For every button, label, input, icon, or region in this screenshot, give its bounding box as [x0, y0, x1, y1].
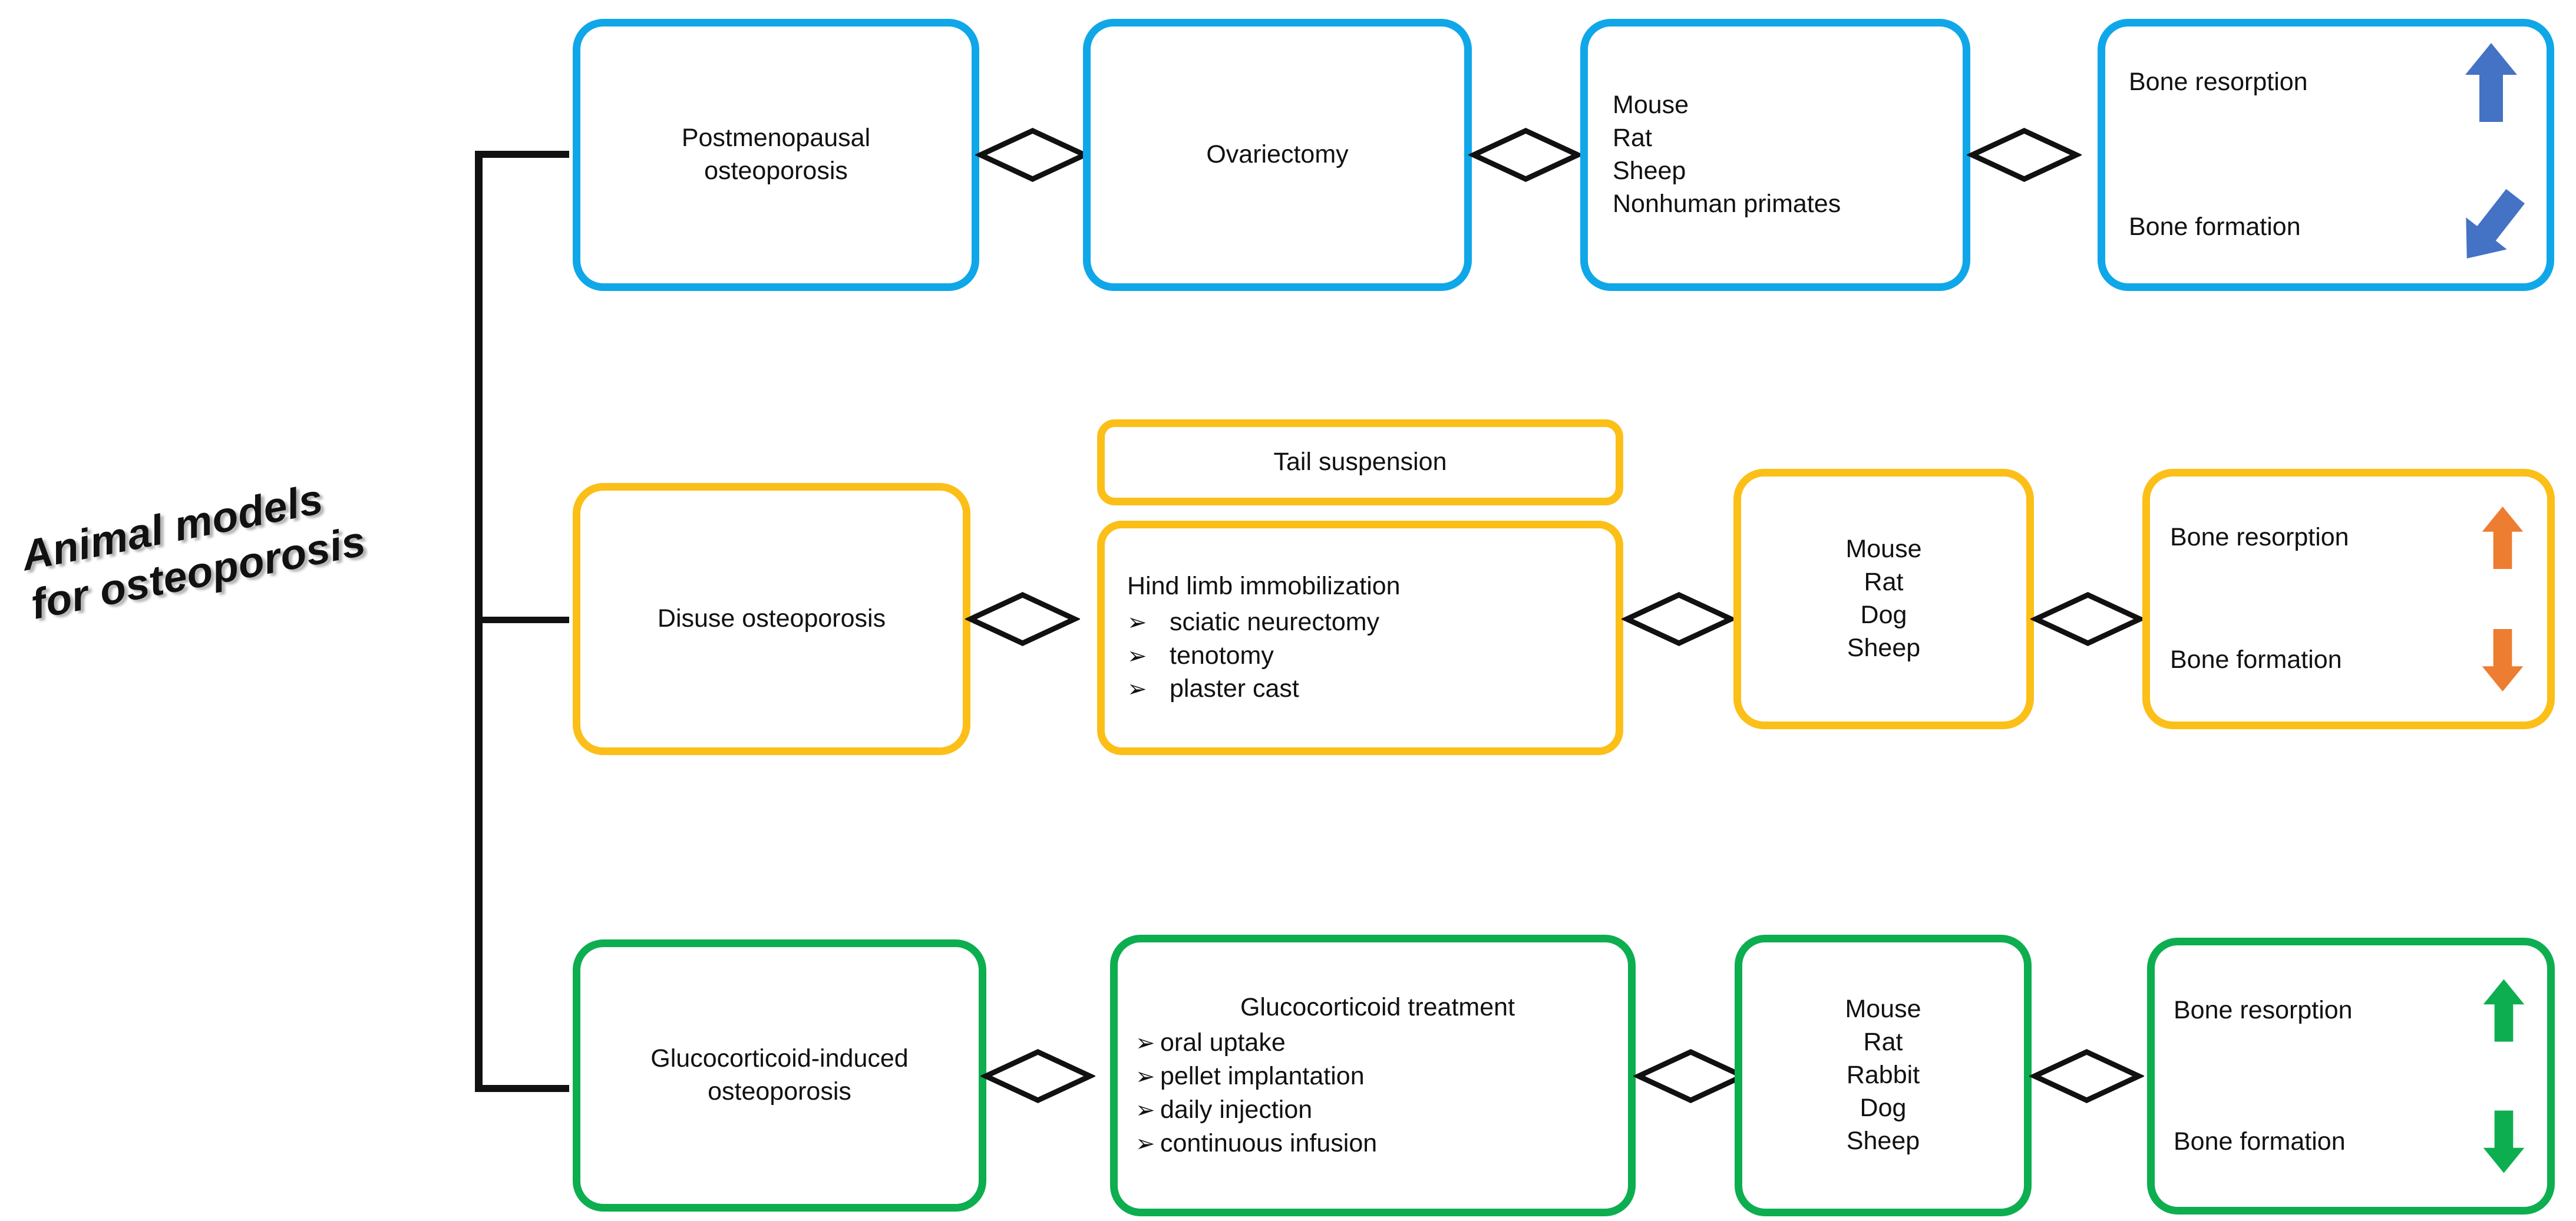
arrowhead-bullet-icon: ➢ — [1127, 676, 1147, 703]
connector-diamond-r2-c2 — [1621, 587, 1736, 651]
node-text: Postmenopausal osteoporosis — [681, 124, 871, 185]
node-model-glucocorticoid[interactable]: Glucocorticoid-induced osteoporosis — [573, 939, 986, 1212]
list-item-label: pellet implantation — [1160, 1062, 1365, 1091]
connector-diamond-r3-c2 — [1633, 1044, 1748, 1109]
method-list: ➢ sciatic neurectomy ➢ tenotomy ➢ plaste… — [1127, 605, 1604, 706]
connector-diamond-r3-c3 — [2029, 1044, 2144, 1109]
arrow-up-icon — [2475, 499, 2531, 576]
node-outcome-row3[interactable]: Bone resorption Bone formation — [2147, 938, 2555, 1215]
node-text: Ovariectomy — [1206, 140, 1349, 169]
node-text: Disuse osteoporosis — [657, 604, 886, 633]
arrow-up-icon — [2476, 971, 2532, 1050]
list-item-label: daily injection — [1160, 1095, 1313, 1124]
node-species-row2[interactable]: Mouse Rat Dog Sheep — [1733, 469, 2034, 729]
node-method-ovariectomy[interactable]: Ovariectomy — [1083, 19, 1472, 291]
list-item-label: plaster cast — [1170, 674, 1299, 703]
node-text: Tail suspension — [1273, 448, 1447, 477]
node-model-disuse[interactable]: Disuse osteoporosis — [573, 483, 970, 755]
arrowhead-bullet-icon: ➢ — [1135, 1064, 1155, 1090]
arrow-down-diagonal-icon — [2456, 183, 2527, 272]
list-item: ➢ oral uptake — [1135, 1026, 1620, 1060]
node-outcome-row2[interactable]: Bone resorption Bone formation — [2142, 469, 2555, 729]
node-method-glucocorticoid-treatment[interactable]: Glucocorticoid treatment ➢ oral uptake ➢… — [1110, 935, 1636, 1216]
node-text-lead: Glucocorticoid treatment — [1240, 992, 1515, 1021]
outcome-bone-resorption: Bone resorption — [2129, 38, 2527, 127]
outcome-label: Bone formation — [2129, 213, 2301, 241]
list-item: ➢ sciatic neurectomy — [1127, 605, 1604, 639]
arrow-down-icon — [2476, 1102, 2532, 1182]
list-item-label: sciatic neurectomy — [1170, 607, 1380, 636]
list-item-label: tenotomy — [1170, 641, 1274, 670]
node-method-hind-limb[interactable]: Hind limb immobilization ➢ sciatic neure… — [1097, 521, 1623, 755]
bracket-branch-row2 — [475, 617, 569, 623]
outcome-label: Bone formation — [2170, 646, 2342, 674]
arrow-up-icon — [2456, 38, 2527, 127]
list-item: ➢ plaster cast — [1127, 672, 1604, 706]
outcome-bone-formation: Bone formation — [2170, 622, 2531, 699]
connector-diamond-r1-c1 — [975, 123, 1090, 187]
list-item: ➢ continuous infusion — [1135, 1127, 1620, 1160]
outcome-label: Bone resorption — [2129, 68, 2308, 97]
outcome-label: Bone formation — [2174, 1127, 2346, 1156]
node-text: Glucocorticoid-induced osteoporosis — [650, 1044, 909, 1106]
node-model-postmenopausal[interactable]: Postmenopausal osteoporosis — [573, 19, 979, 291]
method-list: ➢ oral uptake ➢ pellet implantation ➢ da… — [1135, 1026, 1620, 1160]
arrowhead-bullet-icon: ➢ — [1135, 1030, 1155, 1057]
list-item-label: oral uptake — [1160, 1028, 1286, 1057]
arrowhead-bullet-icon: ➢ — [1127, 609, 1147, 636]
outcome-bone-resorption: Bone resorption — [2174, 971, 2532, 1050]
connector-diamond-r1-c3 — [1967, 123, 2082, 187]
outcome-bone-formation: Bone formation — [2129, 183, 2527, 272]
arrowhead-bullet-icon: ➢ — [1135, 1097, 1155, 1123]
outcome-label: Bone resorption — [2170, 523, 2349, 552]
connector-diamond-r2-c3 — [2030, 587, 2145, 651]
outcome-bone-resorption: Bone resorption — [2170, 499, 2531, 576]
arrowhead-bullet-icon: ➢ — [1135, 1130, 1155, 1157]
node-text-lead: Hind limb immobilization — [1127, 571, 1401, 600]
node-method-tail-suspension[interactable]: Tail suspension — [1097, 419, 1623, 505]
bracket-branch-row1 — [475, 151, 569, 158]
node-outcome-row1[interactable]: Bone resorption Bone formation — [2098, 19, 2554, 291]
outcome-bone-formation: Bone formation — [2174, 1102, 2532, 1182]
connector-diamond-r1-c2 — [1468, 123, 1583, 187]
connector-diamond-r3-c1 — [980, 1044, 1095, 1109]
node-species-row1[interactable]: Mouse Rat Sheep Nonhuman primates — [1580, 19, 1970, 291]
page-title: Animal models for osteoporosis — [18, 475, 369, 628]
list-item: ➢ daily injection — [1135, 1093, 1620, 1127]
bracket-branch-row3 — [475, 1085, 569, 1092]
node-text: Mouse Rat Sheep Nonhuman primates — [1613, 91, 1841, 218]
node-text: Mouse Rat Dog Sheep — [1845, 535, 1922, 662]
node-text: Mouse Rat Rabbit Dog Sheep — [1845, 995, 1921, 1155]
connector-diamond-r2-c1 — [965, 587, 1080, 651]
list-item-label: continuous infusion — [1160, 1129, 1378, 1157]
arrow-down-icon — [2475, 622, 2531, 699]
outcome-label: Bone resorption — [2174, 995, 2353, 1024]
node-species-row3[interactable]: Mouse Rat Rabbit Dog Sheep — [1735, 935, 2032, 1216]
list-item: ➢ pellet implantation — [1135, 1060, 1620, 1093]
arrowhead-bullet-icon: ➢ — [1127, 643, 1147, 669]
list-item: ➢ tenotomy — [1127, 639, 1604, 673]
